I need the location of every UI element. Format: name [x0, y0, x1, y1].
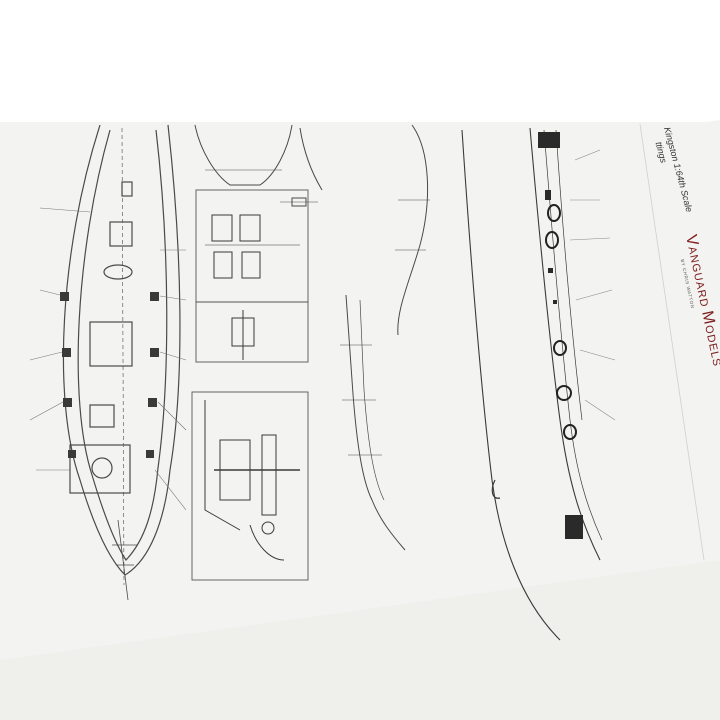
frame-section-top [194, 124, 293, 186]
bitts-detail [204, 400, 300, 561]
deck-plan-guns [60, 292, 159, 458]
centerline [121, 127, 125, 586]
pump-detail [231, 310, 255, 360]
stern-profile-1 [395, 124, 430, 336]
hull-profile-fittings [538, 132, 583, 539]
gun-4 [150, 348, 159, 357]
deck-grating [89, 321, 133, 367]
gun-6 [148, 398, 157, 407]
gun-1 [60, 292, 69, 301]
gun-3 [62, 348, 71, 357]
gun-8 [146, 450, 154, 458]
hull-outline-inner [77, 129, 168, 561]
deck-plan [62, 124, 181, 601]
capstan [91, 457, 113, 479]
mast-step [103, 264, 133, 280]
mast-partner-1 [121, 181, 133, 197]
davit-detail [205, 214, 300, 279]
rail-line [555, 129, 583, 421]
paper-sheet [0, 120, 720, 720]
gun-5 [63, 398, 72, 407]
detail-box-pump [195, 301, 309, 363]
bow-detail [112, 519, 138, 601]
gun-7 [68, 450, 76, 458]
capstan-housing [69, 444, 131, 494]
deck-hatch-1 [109, 221, 133, 247]
profile-leaders [569, 149, 616, 421]
keel-line [461, 129, 561, 641]
sheer-line [529, 127, 601, 561]
hull-profile-ports [545, 204, 577, 440]
title-block-border [639, 123, 705, 561]
stern-profile-2 [340, 294, 406, 551]
detail-box-bitts [191, 391, 309, 581]
rudder-hook [491, 479, 501, 499]
gun-2 [150, 292, 159, 301]
cross-section [280, 127, 323, 207]
paper-shadow [0, 560, 720, 720]
deck-hatch-2 [89, 404, 115, 428]
deck-plan-leaders [29, 207, 187, 511]
